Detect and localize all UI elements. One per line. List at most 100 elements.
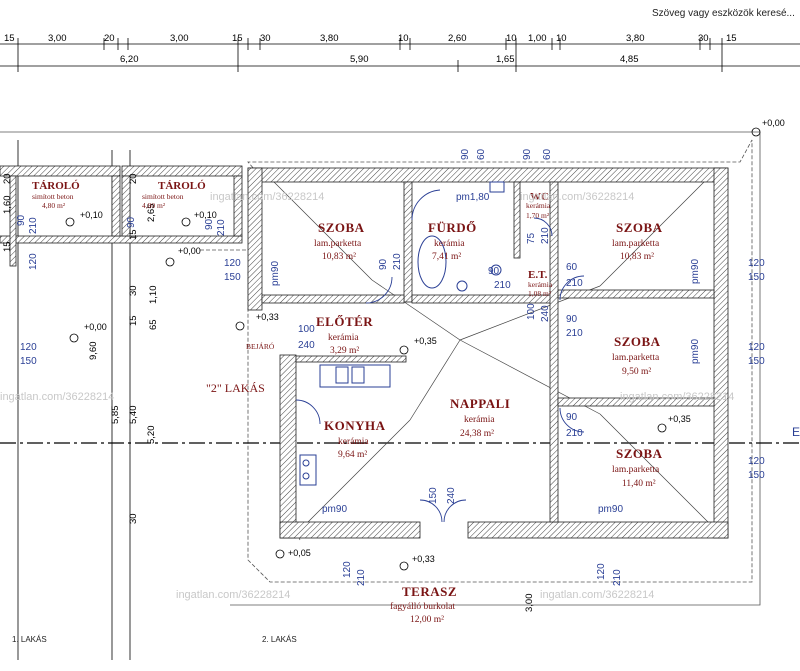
room-floor: kerámia [464,415,495,425]
opening-label: 150 [748,356,765,367]
room-name: SZOBA [616,220,663,235]
dim-label: 2,60 [448,33,467,44]
opening-label: 90 [378,258,389,270]
level-label: +0,00 [762,118,785,128]
dim-label: 4,85 [620,54,639,65]
vertical-dimension-labels: 20 1,60 15 9,60 5,85 5,40 5,20 30 65 15 … [2,173,227,524]
room-floor: fagyálló burkolat [390,601,456,612]
opening-label: 240 [540,305,551,322]
opening-label: 210 [28,217,39,234]
room-area: 11,40 m² [622,479,656,489]
footer-label: 1. LAKÁS [12,635,47,644]
room-area: 4,80 m² [142,201,166,210]
opening-label: 90 [16,214,27,226]
opening-label: 240 [446,487,457,504]
opening-label: 90 [126,216,137,228]
opening-label: 60 [476,148,487,160]
level-label: +0,33 [256,312,279,322]
dim-label: 1,00 [528,33,547,44]
dim-label: 20 [128,173,139,184]
dim-label: 5,40 [128,406,139,425]
opening-label: pm90 [690,259,701,284]
opening-label: pm90 [598,504,623,515]
storage-room-labels: TÁROLÓ simított beton 4,80 m² TÁROLÓ sim… [32,180,206,210]
level-label: +0,05 [288,548,311,558]
room-area: 4,80 m² [42,201,66,210]
dim-label: 30 [260,33,271,44]
opening-label: 150 [428,487,439,504]
room-floor: lam.parketta [612,465,660,475]
dim-label: 10 [506,33,517,44]
opening-label: 60 [542,148,553,160]
opening-label: 90 [460,148,471,160]
dim-label: 3,00 [170,33,189,44]
room-area: 7,41 m² [432,252,461,262]
opening-label: 120 [748,456,765,467]
opening-label: 120 [748,342,765,353]
dim-label: 5,20 [146,426,157,445]
room-name: TERASZ [402,584,457,599]
dim-label: 3,80 [626,33,645,44]
dim-label: 9,60 [88,342,99,361]
opening-label: 210 [540,227,551,244]
opening-label: 120 [342,561,353,578]
opening-label: 150 [20,356,37,367]
dim-label: 3,80 [320,33,339,44]
dim-label: 15 [2,241,13,252]
opening-label: 150 [748,470,765,481]
dim-label: 15 [726,33,737,44]
room-floor: simított beton [142,192,184,201]
room-area: 10,83 m² [322,252,356,262]
room-floor: kerámia [526,201,551,210]
opening-label: 120 [748,258,765,269]
opening-label: pm90 [322,504,347,515]
kitchen-counter [299,364,391,486]
room-area: 12,00 m² [410,615,444,625]
opening-label: pm90 [690,339,701,364]
dim-label: 15 [232,33,243,44]
room-name: ELŐTÉR [316,314,373,329]
dim-label: 30 [698,33,709,44]
dim-label: 10 [556,33,567,44]
room-floor: kerámia [328,333,359,343]
watermark: ingatlan.com/36228214 [0,391,114,403]
opening-label: 150 [748,272,765,283]
dim-label: 10 [398,33,409,44]
opening-label: 75 [526,232,537,244]
room-floor: lam.parketta [314,239,362,249]
opening-label: 210 [566,278,583,289]
misc-labels: "2" LAKÁS BEJÁRÓ 1. LAKÁS 2. LAKÁS E [12,341,800,644]
room-area: 1,08 m² [528,289,552,298]
opening-label: 210 [612,569,623,586]
opening-label: 150 [224,272,241,283]
dim-label: 20 [2,173,13,184]
room-name: TÁROLÓ [32,180,80,192]
opening-label: 90 [566,314,578,325]
room-floor: kerámia [528,280,553,289]
opening-label: 90 [522,148,533,160]
room-area: 24,38 m² [460,429,494,439]
room-name: WC [530,191,549,203]
footer-label: 2. LAKÁS [262,635,297,644]
top-dimension-labels: 15 3,00 20 3,00 15 30 3,80 10 2,60 10 1,… [4,33,737,65]
room-area: 9,50 m² [622,367,651,377]
room-name: KONYHA [324,418,386,433]
top-tick-marks [17,38,723,72]
opening-label: 210 [356,569,367,586]
room-name: TÁROLÓ [158,180,206,192]
opening-label: 120 [20,342,37,353]
dim-label: 2,65 [146,204,157,223]
opening-label: 90 [566,412,578,423]
level-label: +0,10 [194,210,217,220]
watermark: ingatlan.com/36228214 [210,191,324,203]
dim-label: 65 [148,319,159,330]
level-markers: +0,00 +0,10 +0,10 +0,00 +0,00 +0,33 +0,3… [65,118,785,571]
level-label: +0,33 [412,554,435,564]
search-input[interactable]: Szöveg vagy eszközök keresé... [652,8,800,26]
dim-label: 20 [104,33,115,44]
level-label: +0,00 [84,322,107,332]
level-marker-icon [65,127,761,571]
watermark: ingatlan.com/36228214 [540,589,654,601]
dim-label: 15 [128,229,139,240]
storage-walls [0,165,243,267]
